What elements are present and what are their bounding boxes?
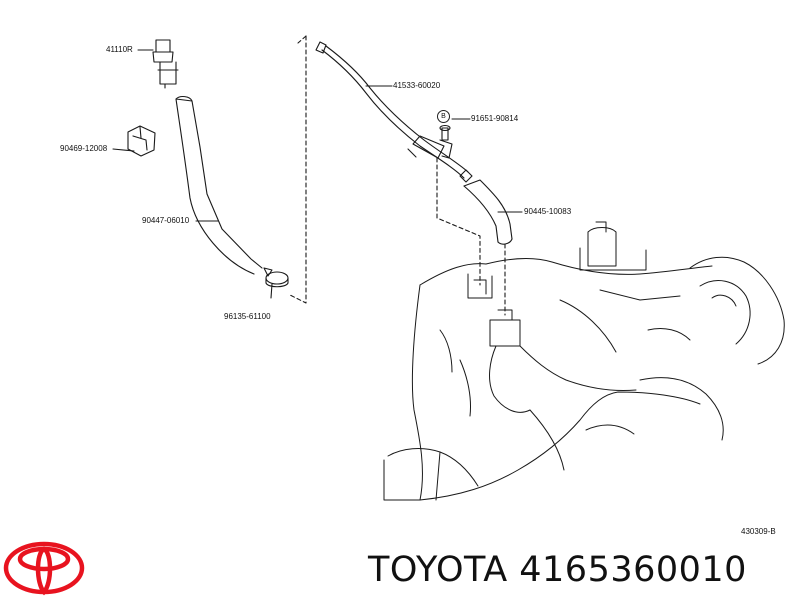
right-hose-part bbox=[463, 179, 513, 245]
breather-tube-part bbox=[315, 41, 473, 183]
label-clip: 90469-12008 bbox=[60, 144, 108, 153]
label-bolt: 91651-90814 bbox=[471, 114, 519, 123]
label-clamp: 96135-61100 bbox=[224, 312, 271, 321]
dashed-boundary-left bbox=[289, 35, 307, 304]
bolt-part bbox=[439, 124, 451, 141]
label-left-hose: 90447-06010 bbox=[142, 216, 190, 225]
transmission-housing bbox=[383, 221, 785, 501]
clamp-part bbox=[263, 267, 289, 299]
label-right-hose: 90445-10083 bbox=[524, 207, 572, 216]
left-hose-part bbox=[175, 96, 263, 275]
toyota-logo-icon bbox=[3, 541, 85, 596]
clip-part bbox=[127, 125, 156, 157]
label-breather-tube: 41533-60020 bbox=[393, 81, 441, 90]
breather-plug-part bbox=[152, 39, 179, 89]
diagram-reference-code: 430309-B bbox=[741, 527, 776, 536]
label-breather-plug: 41110R bbox=[106, 45, 133, 54]
brand-part-caption: TOYOTA 4165360010 bbox=[368, 550, 747, 590]
bolt-marker-badge: B bbox=[437, 110, 450, 123]
leader-clip bbox=[112, 148, 135, 152]
